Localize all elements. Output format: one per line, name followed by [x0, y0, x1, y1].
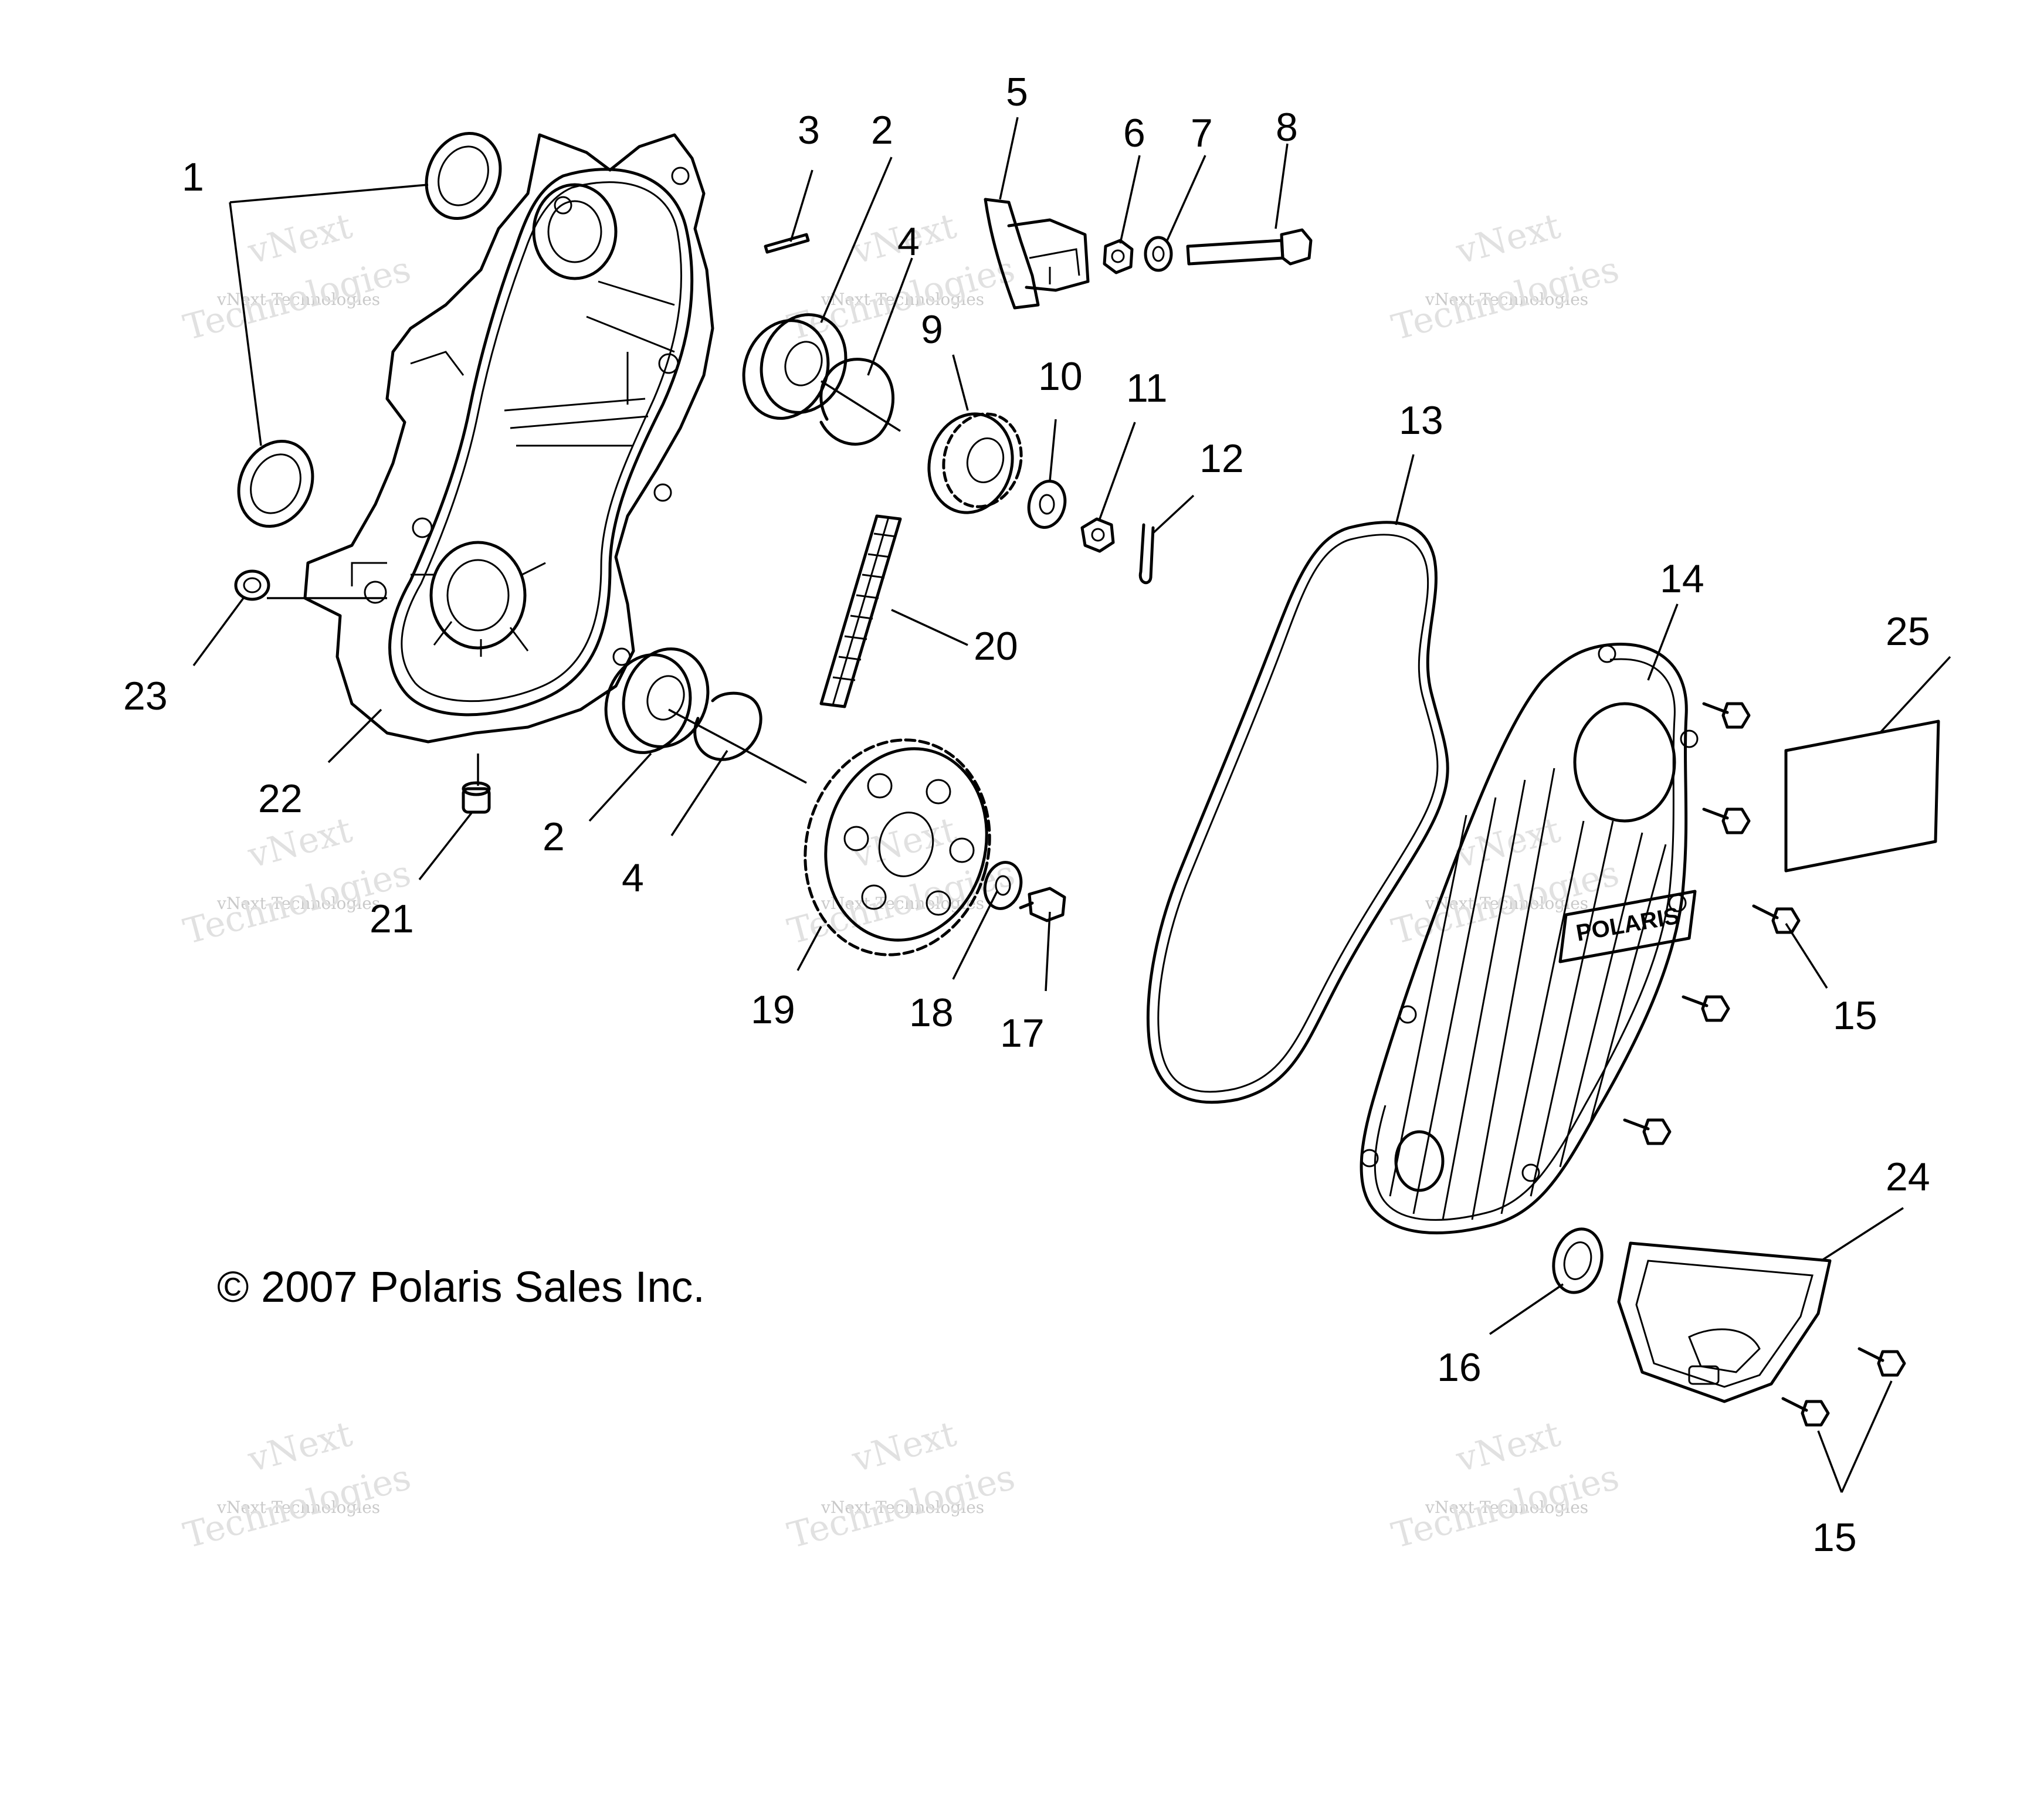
part-5-tensioner-pad: [984, 198, 1090, 310]
callout-5: 5: [1006, 70, 1028, 114]
callout-numbers: 1 2 2 3 4 4 5 6 7 8 9 10 11 12 13 14 15 …: [123, 70, 1930, 1560]
callout-17: 17: [1000, 1011, 1045, 1056]
callout-10: 10: [1038, 354, 1083, 399]
callout-16: 16: [1437, 1345, 1482, 1390]
part-24-cover-plate: [1617, 1241, 1832, 1403]
part-8-bolt: [1186, 228, 1313, 266]
callout-19: 19: [751, 987, 795, 1032]
watermark-word-middle: vNext Technologies: [1425, 290, 1588, 309]
callout-11: 11: [1126, 366, 1168, 410]
bolt: [1682, 995, 1730, 1022]
part-15-bolts: [1623, 702, 1906, 1427]
watermark-bottom-center: vNext vNext Technologies Technologies: [784, 1413, 1019, 1556]
watermark-bottom-left: vNext vNext Technologies Technologies: [179, 1413, 415, 1556]
watermark-word-middle: vNext Technologies: [216, 1498, 380, 1517]
callout-24: 24: [1886, 1155, 1930, 1199]
part-17-bolt: [1019, 887, 1066, 922]
callout-21: 21: [370, 897, 414, 941]
callout-15: 15: [1812, 1515, 1857, 1560]
watermark-word-top: vNext: [848, 809, 961, 876]
bolt: [1857, 1347, 1906, 1377]
callout-3: 3: [798, 108, 820, 152]
watermark-word-top: vNext: [243, 1413, 357, 1480]
part-13-gasket: [1146, 521, 1449, 1104]
callout-22: 22: [258, 776, 303, 821]
callout-13: 13: [1399, 398, 1443, 443]
watermark-word-top: vNext: [1452, 1413, 1565, 1480]
bolt: [1752, 904, 1801, 934]
watermark-word-middle: vNext Technologies: [821, 1498, 984, 1517]
watermark-word-top: vNext: [1452, 205, 1565, 272]
callout-20: 20: [974, 624, 1018, 668]
part-20-chain: [819, 514, 902, 708]
part-1-seals: [237, 131, 502, 528]
watermark-word-middle: vNext Technologies: [1425, 894, 1588, 913]
part-11-nut: [1080, 517, 1115, 553]
bolt: [1702, 807, 1751, 834]
part-6-nut: [1103, 239, 1134, 274]
part-25-decal: [1784, 720, 1940, 873]
watermark-word-top: vNext: [848, 1413, 961, 1480]
part-12-cotter-pin: [1138, 523, 1155, 585]
callout-18: 18: [909, 990, 954, 1035]
part-10-washer: [1027, 480, 1067, 529]
callout-1: 1: [182, 155, 204, 199]
part-2-bearing-lower: [604, 647, 710, 754]
part-21-drain-plug: [462, 781, 491, 814]
part-3-key: [764, 233, 810, 254]
callout-12: 12: [1199, 436, 1244, 481]
part-22-chaincase-housing: [303, 133, 714, 744]
callout-25: 25: [1886, 609, 1930, 654]
callout-4: 4: [897, 219, 920, 264]
bolt: [1702, 702, 1751, 729]
callout-9: 9: [921, 307, 943, 352]
leader-lines: [192, 117, 1951, 1493]
watermark-word-middle: vNext Technologies: [216, 894, 380, 913]
part-23-plug: [234, 569, 270, 601]
callout-6: 6: [1123, 111, 1145, 155]
part-4-snap-ring-upper: [819, 358, 895, 446]
watermark-top-right: vNext vNext Technologies Technologies: [1388, 205, 1623, 348]
part-7-washer: [1144, 236, 1173, 272]
watermark-word-middle: vNext Technologies: [1425, 1498, 1588, 1517]
callout-2: 2: [543, 815, 565, 859]
callout-15: 15: [1833, 993, 1877, 1038]
bolt: [1623, 1118, 1672, 1145]
part-18-washer: [983, 861, 1023, 910]
part-16-seal: [1552, 1227, 1604, 1294]
part-19-sprocket-large: [804, 738, 991, 956]
bolt: [1781, 1397, 1830, 1427]
callout-8: 8: [1276, 105, 1298, 150]
callout-4: 4: [622, 856, 644, 900]
callout-2: 2: [871, 108, 893, 152]
part-9-sprocket-small: [927, 412, 1023, 514]
watermark-word-middle: vNext Technologies: [821, 894, 984, 913]
part-4-snap-ring-lower: [693, 691, 762, 761]
watermark-word-top: vNext: [243, 205, 357, 272]
watermark-word-middle: vNext Technologies: [821, 290, 984, 309]
watermark-bottom-right: vNext vNext Technologies Technologies: [1388, 1413, 1623, 1556]
part-14-chaincase-cover: POLARIS: [1360, 643, 1699, 1234]
callout-14: 14: [1660, 556, 1704, 601]
watermark-top-left: vNext vNext Technologies Technologies: [179, 205, 415, 348]
copyright-notice: © 2007 Polaris Sales Inc.: [217, 1263, 705, 1311]
callout-7: 7: [1191, 111, 1213, 155]
callout-23: 23: [123, 674, 168, 718]
